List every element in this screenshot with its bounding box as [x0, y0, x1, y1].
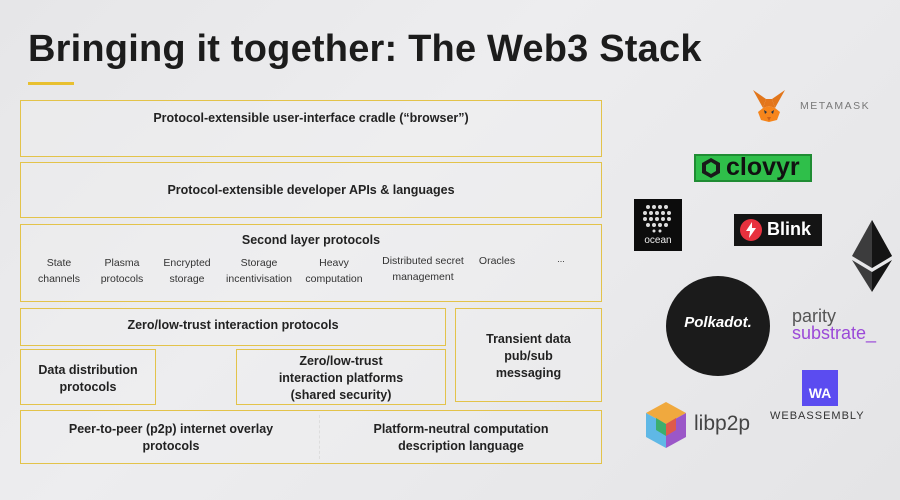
slide-title: Bringing it together: The Web3 Stack: [28, 28, 702, 70]
foundation-layer-box: Peer-to-peer (p2p) internet overlay prot…: [20, 410, 602, 464]
second-layer-item: Oracles: [478, 255, 516, 267]
ethereum-logo: [848, 218, 896, 294]
parity-wordmark: parity: [792, 306, 837, 326]
second-layer-box: Second layer protocols State channels Pl…: [20, 224, 602, 302]
dev-apis-layer-label: Protocol-extensible developer APIs & lan…: [167, 183, 455, 197]
p2p-label: Peer-to-peer (p2p) internet overlay prot…: [68, 422, 274, 453]
webassembly-logo: WA WEBASSEMBLY: [770, 370, 882, 424]
zero-trust-platforms-label: Zero/low-trust interaction platforms (sh…: [278, 354, 404, 402]
second-layer-item: Heavy computation: [305, 257, 363, 285]
second-layer-item: Distributed secret management: [382, 255, 464, 283]
transient-data-box: Transient data pub/sub messaging: [455, 308, 602, 402]
dev-apis-layer: Protocol-extensible developer APIs & lan…: [20, 162, 602, 218]
blink-wordmark: Blink: [767, 219, 812, 239]
metamask-logo: METAMASK: [750, 88, 880, 126]
ocean-wordmark: ocean: [644, 235, 672, 246]
webassembly-badge: WA: [802, 370, 838, 406]
platform-neutral-label: Platform-neutral computation description…: [373, 422, 549, 453]
second-layer-item: ...: [557, 254, 565, 264]
libp2p-wordmark: libp2p: [694, 412, 751, 435]
metamask-wordmark: METAMASK: [800, 100, 871, 112]
data-distribution-label: Data distribution protocols: [38, 363, 138, 394]
ethereum-diamond-icon: [852, 220, 892, 292]
second-layer-item: Encrypted storage: [163, 257, 211, 285]
clovyr-wordmark: clovyr: [726, 153, 800, 181]
data-distribution-box: Data distribution protocols: [20, 349, 156, 405]
transient-data-label: Transient data pub/sub messaging: [486, 332, 571, 380]
polkadot-wordmark: Polkadot.: [684, 314, 752, 331]
zero-trust-platforms-box: Zero/low-trust interaction platforms (sh…: [236, 349, 446, 405]
webassembly-wordmark: WEBASSEMBLY: [770, 410, 865, 422]
second-layer-item: Plasma protocols: [100, 257, 144, 285]
ocean-dots-icon: [643, 205, 671, 233]
polkadot-logo: Polkadot.: [666, 276, 770, 376]
foundation-divider: [319, 415, 320, 459]
clovyr-leaf-icon: [702, 158, 720, 178]
zero-trust-protocols-label: Zero/low-trust interaction protocols: [127, 318, 339, 332]
browser-layer-label: Protocol-extensible user-interface cradl…: [153, 111, 469, 125]
second-layer-item: State channels: [37, 257, 81, 285]
second-layer-title: Second layer protocols: [241, 233, 381, 247]
blink-bolt-icon: [740, 219, 762, 241]
second-layer-item: Storage incentivisation: [226, 257, 292, 285]
title-underline: [28, 82, 74, 85]
blink-logo: Blink: [734, 214, 822, 246]
fox-icon: [753, 90, 785, 122]
clovyr-logo: clovyr: [694, 153, 812, 182]
parity-substrate-logo: parity substrate_: [792, 306, 900, 344]
ocean-logo: ocean: [634, 199, 682, 251]
substrate-wordmark: substrate_: [792, 323, 877, 343]
libp2p-logo: libp2p: [642, 400, 758, 450]
libp2p-cubes-icon: [646, 402, 686, 448]
browser-layer: Protocol-extensible user-interface cradl…: [20, 100, 602, 157]
zero-trust-protocols-box: Zero/low-trust interaction protocols: [20, 308, 446, 346]
